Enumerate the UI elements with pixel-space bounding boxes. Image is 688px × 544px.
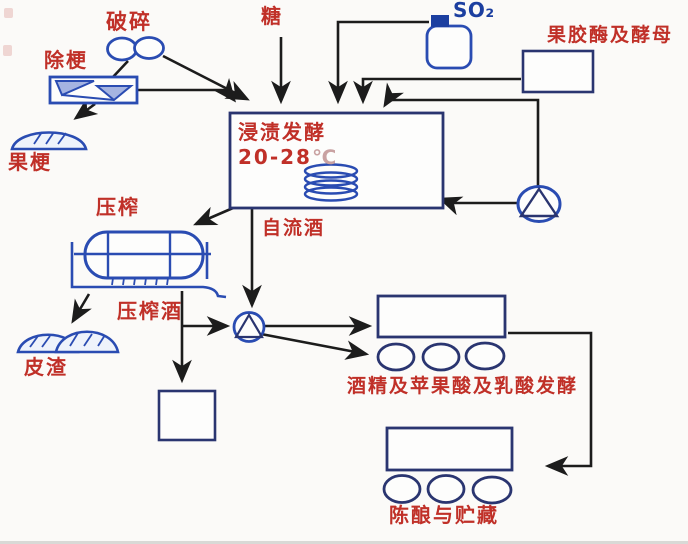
red-smudge [4,8,13,18]
arrow-destemmer-to-tank [138,78,237,103]
label-pectinase-yeast: 果胶酶及酵母 [547,24,674,46]
label-temperature: 20-28℃ [238,147,338,168]
fermentation-vessel [376,294,507,339]
red-smudge [3,45,12,56]
label-free-run-wine: 自流酒 [262,217,326,239]
temperature-unit: ℃ [311,145,339,169]
label-aging-storage: 陈酿与贮藏 [389,503,499,527]
aging-tank [385,426,514,472]
additive-box [521,49,595,94]
label-so2: SO₂ [453,0,495,22]
arrow-tank-to-pump [437,196,519,216]
label-press: 压榨 [96,195,140,219]
label-press-wine: 压榨酒 [117,299,183,323]
line-crusher-to-destemmer [112,60,129,78]
label-pomace: 皮渣 [24,355,68,379]
arrow-tank-to-press [193,206,234,226]
label-sugar: 糖 [261,4,283,28]
label-crush: 破碎 [106,10,152,34]
aging-barrels [382,474,513,505]
circulation-pump [516,185,562,223]
arrow-additives-to-tank [353,77,521,105]
pomace-piles [16,330,120,354]
arrow-fermenter-to-aging [508,331,593,476]
arrow-pump-to-barrels [260,332,370,360]
press-drip-marks [111,277,169,286]
label-maceration-fermentation: 浸渍发酵 [238,120,326,144]
arrow-destemmer-to-stems [73,98,99,120]
arrow-tray-to-pomace [71,293,92,324]
press-machine [70,230,227,299]
arrow-so2-to-tank [328,20,429,105]
label-stems: 果梗 [8,150,52,174]
arrow-pump-return-to-tank [383,82,540,186]
so2-container [425,15,473,70]
arrow-crusher-to-tank [162,54,250,101]
stems-pile [10,131,88,151]
destemmer-blades [54,80,134,102]
label-destem: 除梗 [44,48,88,72]
cooling-coil [303,163,359,202]
transfer-pump [232,311,266,343]
collection-box [157,389,217,442]
so2-container-cap [431,15,449,27]
press-tray [70,242,227,299]
temperature-value: 20-28 [238,145,312,169]
label-alcoholic-malolactic: 酒精及苹果酸及乳酸发酵 [347,375,579,397]
fermentation-barrels [376,341,506,372]
crusher-rollers [106,36,165,62]
